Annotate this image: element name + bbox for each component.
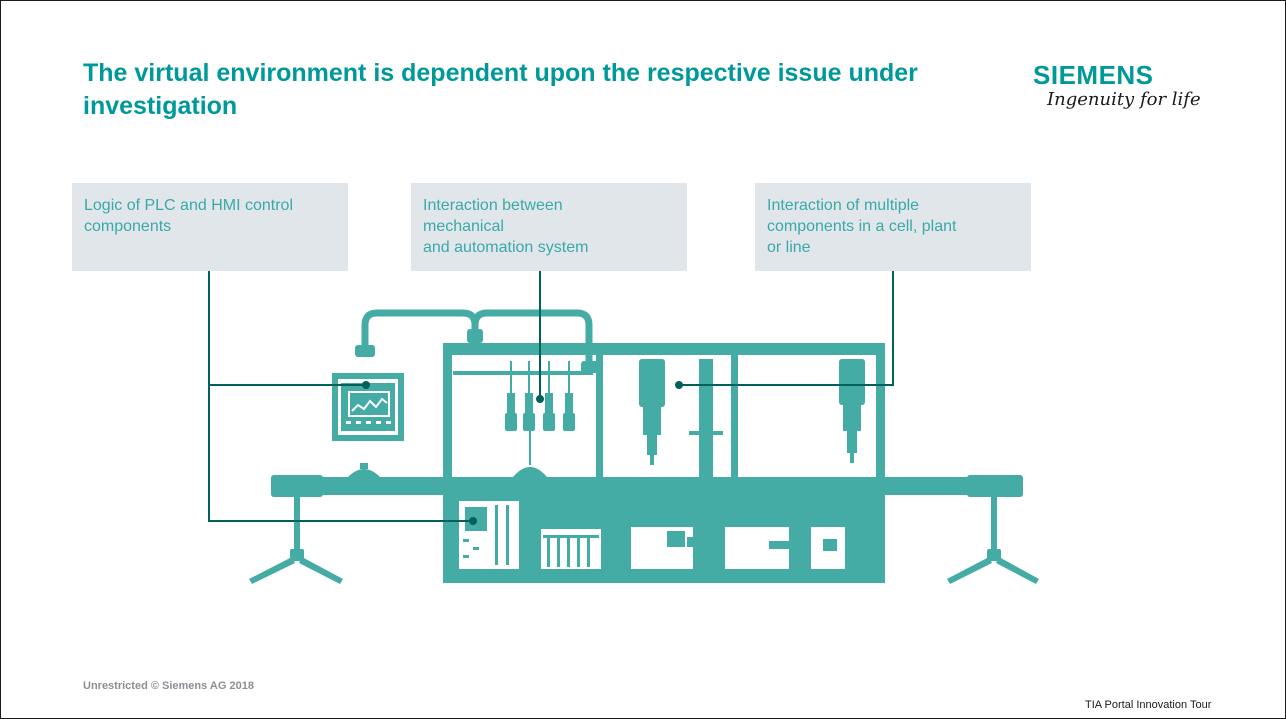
logo-wordmark: SIEMENS [1033,60,1154,90]
slide-title: The virtual environment is dependent upo… [83,59,918,120]
cable-connector [355,345,375,357]
right-conveyor-stand [947,495,1039,584]
footer-event: TIA Portal Innovation Tour [1085,699,1212,711]
drive-module-detail [667,531,837,551]
leader-endpoints [362,381,683,525]
leader-lines [208,271,894,522]
leader-cell [679,271,894,386]
cable-duct [361,309,593,363]
cable-connector [467,329,483,343]
pneumatic-cylinders [505,361,575,477]
footer-copyright: Unrestricted © Siemens AG 2018 [83,680,254,692]
siemens-logo: SIEMENS Ingenuity for life [1033,61,1223,111]
callout-cell-plant-line: Interaction of multiple components in a … [755,183,1031,271]
left-conveyor-stand [249,495,343,584]
suction-cup-left [348,463,380,477]
cable-connector [581,361,599,373]
callout-mechanical-automation: Interaction between mechanical and autom… [411,183,687,271]
callout-text: Logic of PLC and HMI control components [84,197,293,235]
press-actuator [839,359,865,463]
callout-text: Interaction of multiple components in a … [767,197,957,256]
callout-plc-hmi-logic: Logic of PLC and HMI control components [72,183,348,271]
logo-tagline: Ingenuity for life [1047,89,1201,110]
io-module-detail [543,535,599,567]
callout-text: Interaction between mechanical and autom… [423,197,589,256]
robot-actuator [639,359,723,477]
leader-plc [208,385,473,522]
leader-hmi [208,271,366,386]
